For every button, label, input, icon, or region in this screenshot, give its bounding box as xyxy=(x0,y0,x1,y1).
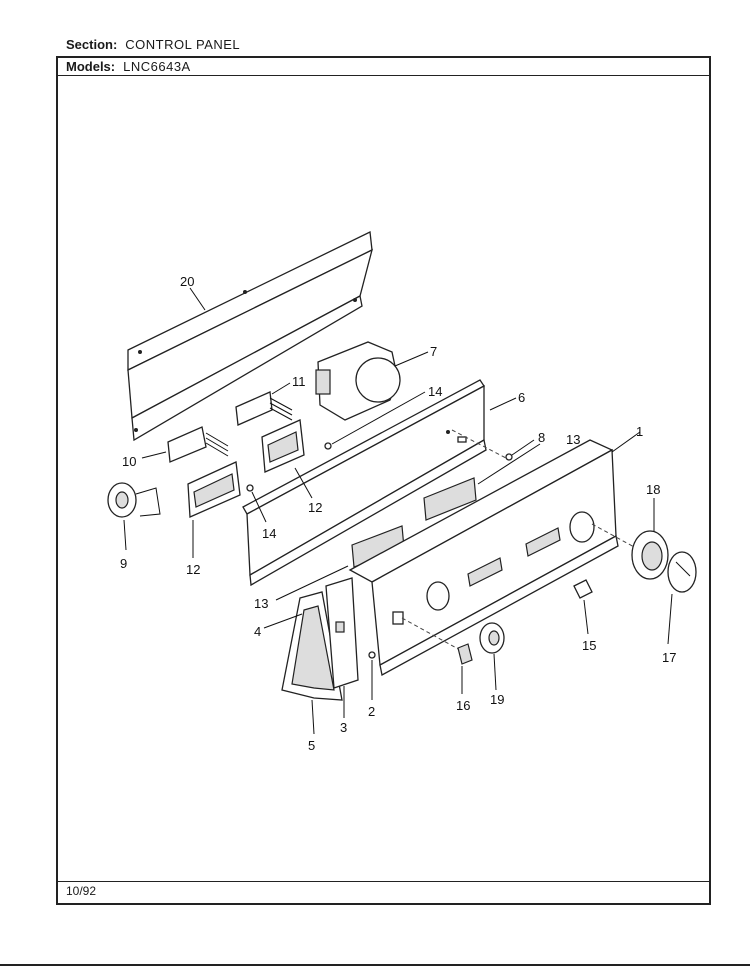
callout-12a: 12 xyxy=(308,500,322,515)
leader-7 xyxy=(394,351,429,367)
leader-11 xyxy=(271,382,291,395)
leader-1 xyxy=(611,431,641,453)
callout-19: 19 xyxy=(490,692,504,707)
leader-4 xyxy=(263,613,303,629)
part-10-switch xyxy=(167,426,229,463)
leader-10 xyxy=(141,451,167,459)
part-2-screw xyxy=(368,651,376,659)
page-bottom-rule xyxy=(0,964,750,966)
callout-16: 16 xyxy=(456,698,470,713)
part-20-rear-panel xyxy=(127,231,373,442)
leader-5 xyxy=(311,699,315,735)
callout-20: 20 xyxy=(180,274,194,289)
leader-19 xyxy=(493,653,497,691)
section-header: Section: CONTROL PANEL xyxy=(66,37,240,52)
part-6-mounting-plate xyxy=(242,379,487,587)
callout-12b: 12 xyxy=(186,562,200,577)
date-code: 10/92 xyxy=(66,884,97,898)
part-11-switch xyxy=(235,391,293,426)
section-title: CONTROL PANEL xyxy=(125,37,241,52)
part-8-screw xyxy=(505,453,513,461)
callout-10: 10 xyxy=(122,454,136,469)
part-17-knob xyxy=(667,551,697,593)
part-7-timer xyxy=(315,341,401,421)
callout-18: 18 xyxy=(646,482,660,497)
leader-17 xyxy=(667,593,673,645)
callout-11: 11 xyxy=(292,374,306,389)
callout-5: 5 xyxy=(308,738,315,753)
callout-8: 8 xyxy=(538,430,545,445)
part-19-knob xyxy=(479,622,505,654)
leader-9 xyxy=(123,519,127,551)
part-14-screw-b xyxy=(246,484,254,492)
part-5-end-cap xyxy=(281,591,343,701)
callout-14b: 14 xyxy=(262,526,276,541)
models-divider xyxy=(56,75,711,76)
part-1-console xyxy=(348,439,619,676)
callout-4: 4 xyxy=(254,624,261,639)
leader-6 xyxy=(489,397,517,411)
part-12-bracket-a xyxy=(261,419,305,473)
leader-8 xyxy=(511,439,535,456)
callout-13b: 13 xyxy=(254,596,268,611)
part-3-side-bracket xyxy=(325,577,359,689)
models-label: Models: xyxy=(66,59,116,74)
leader-13a xyxy=(477,443,541,485)
callout-2: 2 xyxy=(368,704,375,719)
callout-15: 15 xyxy=(582,638,596,653)
leader-14b xyxy=(251,491,267,523)
part-18-knob-skirt xyxy=(631,530,669,580)
diagram-frame xyxy=(56,56,711,905)
part-16-clip xyxy=(457,643,473,665)
part-9-pulley xyxy=(107,482,161,518)
model-number: LNC6643A xyxy=(123,59,191,74)
part-13-display-a xyxy=(423,477,477,521)
callout-9: 9 xyxy=(120,556,127,571)
leader-20 xyxy=(189,287,206,311)
leader-12a xyxy=(294,467,313,499)
callout-13a: 13 xyxy=(566,432,580,447)
callout-6: 6 xyxy=(518,390,525,405)
leader-14a xyxy=(331,391,426,445)
callout-7: 7 xyxy=(430,344,437,359)
leader-15 xyxy=(583,599,589,635)
callout-14a: 14 xyxy=(428,384,442,399)
part-12-bracket-b xyxy=(187,461,241,518)
footer-divider xyxy=(56,881,711,882)
callout-3: 3 xyxy=(340,720,347,735)
part-14-screw-a xyxy=(324,442,332,450)
part-15-button xyxy=(573,579,593,599)
callout-1: 1 xyxy=(636,424,643,439)
section-label: Section: xyxy=(66,37,118,52)
callout-17: 17 xyxy=(662,650,676,665)
leader-13b xyxy=(275,565,349,601)
models-header: Models: LNC6643A xyxy=(66,59,191,74)
